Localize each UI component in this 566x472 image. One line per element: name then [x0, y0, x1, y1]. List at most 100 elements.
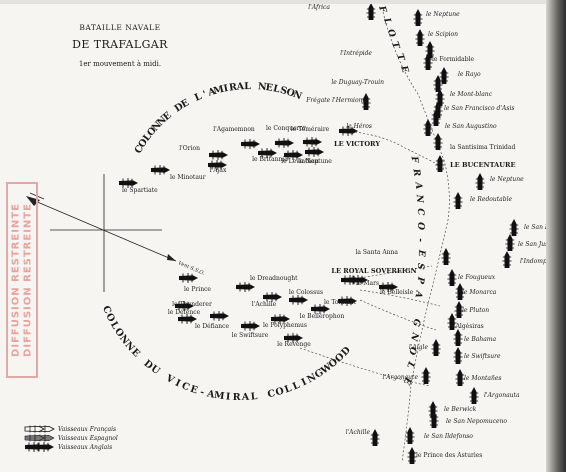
title-line-1: BATAILLE NAVALE: [79, 23, 160, 32]
column-letter: G: [410, 318, 422, 328]
column-letter: S: [415, 262, 426, 270]
allied-ship-label: le San Leandro: [524, 224, 566, 231]
column-letter: L: [244, 81, 251, 92]
column-letter: L: [283, 383, 293, 396]
column-letter: I: [225, 391, 231, 402]
allied-line-path: [382, 11, 450, 463]
column-letter: C: [266, 388, 276, 400]
collingwood-ship-label: le Revenge: [277, 341, 311, 348]
column-letter: E: [265, 82, 274, 94]
nelson-ship-icon: [274, 137, 295, 149]
collingwood-ship-label: l'Achille: [252, 301, 277, 308]
column-letter: I: [300, 376, 309, 388]
allied-ship-label: le Redoutable: [470, 196, 513, 203]
allied-ship-icon: [404, 426, 416, 445]
nelson-ship-label: le Conqueror: [266, 125, 306, 132]
collingwood-ship-icon: [240, 320, 261, 332]
allied-ship-label: le Monarca: [462, 289, 497, 296]
allied-ship-icon: [446, 268, 458, 287]
column-letter: E: [179, 97, 191, 110]
column-letter: M: [213, 390, 225, 402]
column-letter: L: [193, 91, 204, 104]
column-letter: S: [279, 85, 289, 97]
allied-ship-label: le Neptune: [490, 176, 524, 183]
collingwood-ship-label: le Belleisle: [380, 289, 414, 296]
column-letter: L: [108, 320, 121, 332]
allied-ship-icon: [412, 8, 424, 27]
allied-ship-icon: [365, 2, 377, 21]
column-letter: E: [398, 64, 410, 75]
column-letter: L: [272, 83, 281, 95]
wind-label: Vent S.S.O.: [177, 260, 205, 277]
allied-ship-label: le San Francisco d'Asis: [444, 105, 514, 112]
column-letter: N: [257, 81, 267, 93]
collingwood-ship-label: le Défiance: [195, 323, 230, 330]
column-letter: A: [413, 181, 424, 190]
nelson-ship-label: le Spartiate: [122, 187, 158, 194]
allied-ship-label: le Neptune: [426, 11, 460, 18]
allied-ship-label: le Fougueux: [458, 274, 496, 281]
column-letter: M: [212, 84, 225, 97]
collingwood-ship-label: le Swiftsure: [232, 332, 269, 339]
column-letter: L: [250, 391, 258, 403]
column-letter: R: [233, 392, 241, 403]
allied-ship-icon: [430, 338, 442, 357]
column-letter: F: [376, 4, 388, 15]
column-letter: N: [291, 89, 303, 103]
allied-ship-icon: [452, 346, 464, 365]
collingwood-ship-label: le Mars: [356, 280, 379, 287]
allied-ship-icon: [432, 74, 444, 93]
allied-ship-label: l'Argonauta: [484, 392, 520, 399]
stamp-text-1: DIFFUSION RESTREINTE: [10, 203, 22, 357]
allied-ship-label: l'Achille: [346, 429, 371, 436]
allied-ship-icon: [369, 428, 381, 447]
nelson-ship-icon: [240, 138, 261, 150]
allied-ship-label: la Santa Anna: [356, 249, 399, 256]
collingwood-ship-label: le Colossus: [289, 289, 323, 296]
column-letter: -: [415, 238, 425, 242]
nelson-ship-label: l'Orion: [179, 145, 200, 152]
column-letter: O: [274, 386, 285, 399]
collingwood-ship-label: le Tonnant: [324, 299, 357, 306]
scan-edge-right: [546, 0, 566, 472]
stamp-text-2: DIFFUSION RESTREINTE: [22, 203, 34, 357]
allied-ship-label: le Pluton: [462, 307, 489, 314]
allied-ship-icon: [452, 328, 464, 347]
allied-ship-icon: [468, 386, 480, 405]
column-letter: N: [408, 330, 420, 342]
collingwood-ship-label: le Thunderer: [172, 301, 212, 308]
nelson-ship-icon: [208, 149, 229, 161]
title-line-3: 1er mouvement à midi.: [79, 59, 161, 68]
nelson-ship-label: le Britannia: [252, 156, 288, 163]
column-letter: E: [401, 375, 413, 386]
column-letter: C: [180, 380, 192, 393]
allied-ship-label: l'Intrépide: [340, 50, 372, 57]
collingwood-ship-icon: [209, 310, 230, 322]
allied-ship-label: l'Argonaute: [383, 374, 419, 381]
collingwood-ship-label: le Prince: [184, 286, 211, 293]
legend-label: Vaisseaux Espagnol: [58, 435, 118, 442]
column-letter: A: [205, 388, 216, 401]
allied-ship-icon: [474, 172, 486, 191]
allied-ship-icon: [414, 28, 426, 47]
nelson-ship-icon: [302, 136, 323, 148]
allied-ship-label: le Formidable: [432, 56, 474, 63]
column-letter: L: [404, 359, 416, 369]
allied-ship-icon: [504, 233, 515, 252]
column-letter: L: [381, 16, 393, 26]
collingwood-ship-label: le Dreadnought: [250, 275, 298, 282]
allied-ship-label: le San Justo: [518, 241, 555, 248]
column-letter: A: [412, 289, 423, 299]
collingwood-ship-label: le Bellerophon: [300, 313, 345, 320]
allied-ship-label: Frégate l'Hermione: [305, 97, 366, 104]
allied-ship-label: le Rayo: [458, 71, 481, 78]
allied-ship-icon: [508, 218, 519, 237]
column-letter: E: [189, 384, 199, 397]
collingwood-ship-label: le Défence: [168, 309, 201, 316]
allied-ship-label: le Héros: [346, 123, 372, 130]
allied-ship-icon: [452, 191, 464, 210]
